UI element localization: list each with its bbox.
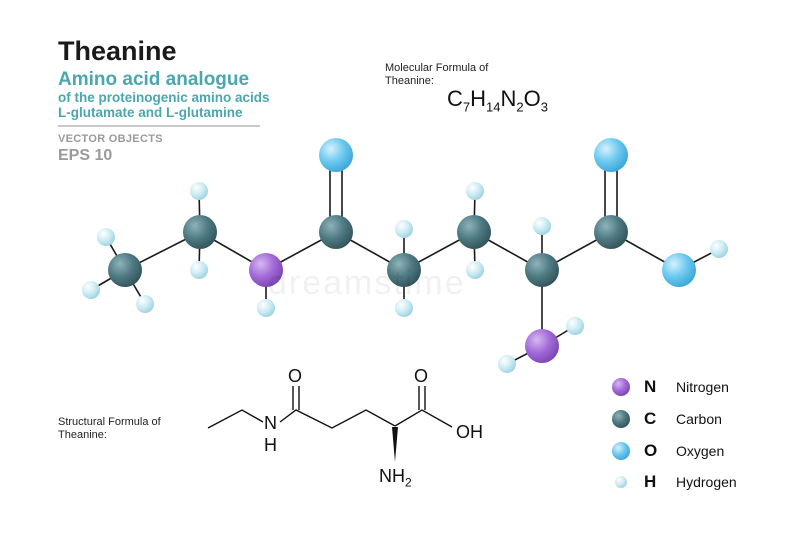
skeletal-bond: [279, 409, 396, 429]
carbon-atom: [108, 253, 142, 287]
eps-label: EPS 10: [58, 147, 113, 164]
legend-carbon-marker: [612, 410, 630, 428]
page-title: Theanine: [58, 36, 177, 66]
hydrogen-atom: [395, 220, 413, 238]
legend-hydrogen-letter: H: [644, 472, 657, 491]
hydrogen-atom: [257, 299, 275, 317]
hydrogen-atom: [533, 217, 551, 235]
skeletal-bond: [394, 409, 453, 428]
carbon-atom: [457, 215, 491, 249]
structural-nh2: NH2: [379, 466, 412, 490]
carbon-atom: [594, 215, 628, 249]
legend-nitrogen-letter: N: [644, 377, 657, 396]
carbon-atom: [525, 253, 559, 287]
nitrogen-atom: [249, 253, 283, 287]
structural-nh-n: N: [264, 413, 277, 433]
molecular-formula: C7H14N2O3: [447, 86, 548, 114]
vector-objects-label: VECTOR OBJECTS: [58, 133, 163, 145]
caption-line: Theanine:: [58, 429, 107, 441]
legend-hydrogen-marker: [615, 476, 627, 488]
legend-oxygen-marker: [612, 442, 630, 460]
hydrogen-atom: [97, 228, 115, 246]
oxygen-atom: [662, 253, 696, 287]
hydrogen-atom: [466, 182, 484, 200]
formula-element: O: [523, 86, 541, 111]
legend-nitrogen-name: Nitrogen: [676, 379, 729, 395]
carbon-atom: [183, 215, 217, 249]
divider: [58, 125, 260, 127]
wedge-bond: [392, 427, 398, 462]
hydrogen-atom: [82, 281, 100, 299]
formula-count: 14: [486, 99, 501, 115]
oxygen-atom: [594, 138, 628, 172]
hydrogen-atom: [190, 261, 208, 279]
carbon-atom: [387, 253, 421, 287]
hydrogen-atom: [566, 317, 584, 335]
legend-markers: [612, 378, 630, 488]
legend-carbon-letter: C: [644, 409, 657, 428]
formula-count: 7: [462, 99, 471, 115]
hydrogen-atom: [710, 240, 728, 258]
caption-line: Molecular Formula of: [385, 62, 489, 74]
structural-o-left: O: [288, 366, 303, 386]
legend-nitrogen-marker: [612, 378, 630, 396]
oxygen-atom: [319, 138, 353, 172]
formula-element: N: [500, 86, 517, 111]
formula-count: 2: [516, 99, 524, 115]
watermark: dreamstime: [268, 264, 466, 302]
hydrogen-atom: [190, 182, 208, 200]
description-line-2: L-glutamate and L-glutamine: [58, 105, 243, 120]
nh2-subscript: 2: [405, 475, 412, 490]
formula-element: H: [470, 86, 487, 111]
caption-line: Theanine:: [385, 75, 434, 87]
hydrogen-atom: [395, 299, 413, 317]
molecular-formula-caption: Molecular Formula of Theanine:: [385, 62, 488, 88]
atoms: [82, 138, 728, 373]
structural-formula: [207, 386, 453, 462]
legend-oxygen-letter: O: [644, 441, 658, 460]
hydrogen-atom: [498, 355, 516, 373]
subtitle: Amino acid analogue: [58, 69, 250, 90]
skeletal-bond: [207, 409, 264, 429]
legend-carbon-name: Carbon: [676, 411, 722, 427]
structural-formula-caption: Structural Formula of Theanine:: [58, 416, 161, 442]
structural-nh-h: H: [264, 435, 277, 455]
hydrogen-atom: [466, 261, 484, 279]
nh2-text: NH: [379, 466, 405, 486]
formula-count: 3: [540, 99, 548, 115]
structural-oh: OH: [456, 422, 483, 442]
hydrogen-atom: [136, 295, 154, 313]
legend-hydrogen-name: Hydrogen: [676, 474, 737, 490]
nitrogen-atom: [525, 329, 559, 363]
carbon-atom: [319, 215, 353, 249]
formula-element: C: [447, 86, 463, 111]
structural-o-right: O: [414, 366, 429, 386]
caption-line: Structural Formula of: [58, 416, 161, 428]
legend-oxygen-name: Oxygen: [676, 443, 725, 459]
description-line-1: of the proteinogenic amino acids: [58, 90, 270, 105]
